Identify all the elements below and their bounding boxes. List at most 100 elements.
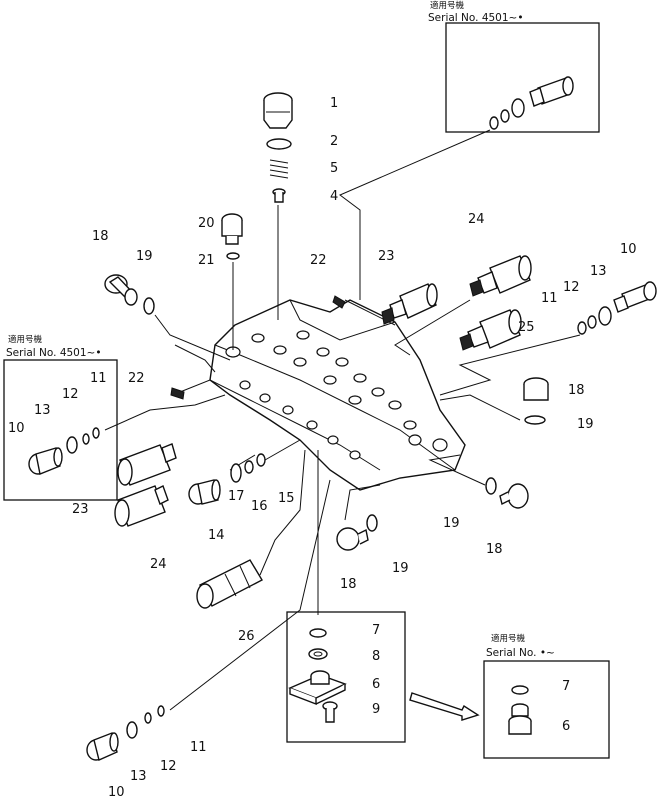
- o-ring-19-right: [524, 415, 546, 425]
- callout-1: 1: [330, 96, 338, 111]
- callout-12: 12: [563, 280, 580, 295]
- valve-body-ports: [225, 330, 448, 460]
- callout-11: 11: [541, 291, 558, 306]
- callout-25: 25: [518, 320, 535, 335]
- o-ring-17: [230, 463, 242, 483]
- plug-10-bottom: [86, 732, 119, 761]
- spool-26: [196, 559, 263, 609]
- callout-24: 24: [468, 212, 485, 227]
- callout-2: 2: [330, 134, 338, 149]
- callout-10: 10: [108, 785, 125, 798]
- callout-13: 13: [590, 264, 607, 279]
- poppet-4: [272, 188, 286, 203]
- inset-top-right-serial: Serial No. 4501~•: [428, 12, 524, 24]
- callout-11: 11: [190, 740, 207, 755]
- plug-10-top-inset: [529, 76, 574, 107]
- spring-5: [269, 159, 289, 179]
- solenoid-23-left: [117, 443, 177, 486]
- callout-14: 14: [208, 528, 225, 543]
- ring-12-left: [82, 433, 90, 445]
- callout-22: 22: [128, 371, 145, 386]
- o-ring-21: [226, 252, 240, 260]
- callout-19: 19: [577, 417, 594, 432]
- callout-20: 20: [198, 216, 215, 231]
- callout-13: 13: [34, 403, 51, 418]
- plug-1: [263, 92, 293, 129]
- inset-bottom-right: 適用号機 Serial No. •~: [483, 633, 610, 759]
- callout-26: 26: [238, 629, 255, 644]
- solenoid-24-top: [469, 255, 532, 297]
- callout-23: 23: [378, 249, 395, 264]
- inset-top-right-heading: 適用号機: [430, 0, 465, 11]
- plug-10-right: [613, 281, 657, 313]
- callout-7: 7: [372, 623, 380, 638]
- plug-10-left: [28, 447, 63, 475]
- callout-19: 19: [392, 561, 409, 576]
- leader-lines: [104, 129, 581, 711]
- ring-15: [256, 453, 266, 467]
- plug-18-right: [523, 377, 549, 401]
- ring-12-top-inset: [500, 109, 510, 123]
- inset-bottom-right-serial: Serial No. •~: [486, 647, 555, 659]
- callout-22: 22: [310, 253, 327, 268]
- callout-16: 16: [251, 499, 268, 514]
- screw-22-left: [170, 387, 185, 400]
- callout-12: 12: [160, 759, 177, 774]
- screw-22-top: [332, 295, 346, 309]
- callout-5: 5: [330, 161, 338, 176]
- plug-18-top-left: [104, 274, 138, 306]
- callout-7: 7: [562, 679, 570, 694]
- o-ring-13-top-inset: [511, 98, 525, 118]
- valve-body: [209, 299, 466, 491]
- o-ring-13-right: [598, 306, 612, 326]
- ring-11-bottom: [157, 705, 165, 717]
- o-ring-13-left: [66, 436, 78, 454]
- callout-8: 8: [372, 649, 380, 664]
- callout-21: 21: [198, 253, 215, 268]
- o-ring-7-new: [511, 685, 529, 695]
- callout-18: 18: [486, 542, 503, 557]
- plug-14: [188, 479, 221, 505]
- callout-17: 17: [228, 489, 245, 504]
- callout-6: 6: [372, 677, 380, 692]
- seal-8: [308, 648, 328, 660]
- o-ring-2: [266, 138, 292, 150]
- callout-9: 9: [372, 702, 380, 717]
- callout-18: 18: [92, 229, 109, 244]
- ring-11-left: [92, 427, 100, 439]
- callout-15: 15: [278, 491, 295, 506]
- ring-12-bottom: [144, 712, 152, 724]
- o-ring-19-top-left: [143, 297, 155, 315]
- flange-6: [288, 670, 347, 706]
- callout-18: 18: [340, 577, 357, 592]
- solenoid-25: [459, 309, 522, 351]
- plug-18-lower: [336, 527, 369, 551]
- inset-lower-center: [286, 611, 406, 743]
- callout-24: 24: [150, 557, 167, 572]
- plug-18-lower-right: [499, 483, 529, 509]
- ring-11-right: [577, 321, 587, 335]
- o-ring-19-lower-right: [485, 477, 497, 495]
- inset-bottom-right-heading: 適用号機: [491, 633, 526, 644]
- plug-6-new: [508, 703, 532, 735]
- ring-16: [244, 460, 254, 474]
- solenoid-23-top: [381, 283, 438, 325]
- callout-18: 18: [568, 383, 585, 398]
- callout-12: 12: [62, 387, 79, 402]
- callout-19: 19: [443, 516, 460, 531]
- callout-6: 6: [562, 719, 570, 734]
- callout-19: 19: [136, 249, 153, 264]
- callout-13: 13: [130, 769, 147, 784]
- ring-11-top-inset: [489, 116, 499, 130]
- plug-20: [221, 213, 243, 245]
- bolt-9: [322, 701, 338, 723]
- solenoid-24-left: [114, 485, 169, 527]
- o-ring-19-lower: [366, 514, 378, 532]
- inset-left-serial: Serial No. 4501~•: [6, 347, 102, 359]
- callout-23: 23: [72, 502, 89, 517]
- o-ring-7: [309, 628, 327, 638]
- callout-10: 10: [8, 421, 25, 436]
- ring-12-right: [587, 315, 597, 329]
